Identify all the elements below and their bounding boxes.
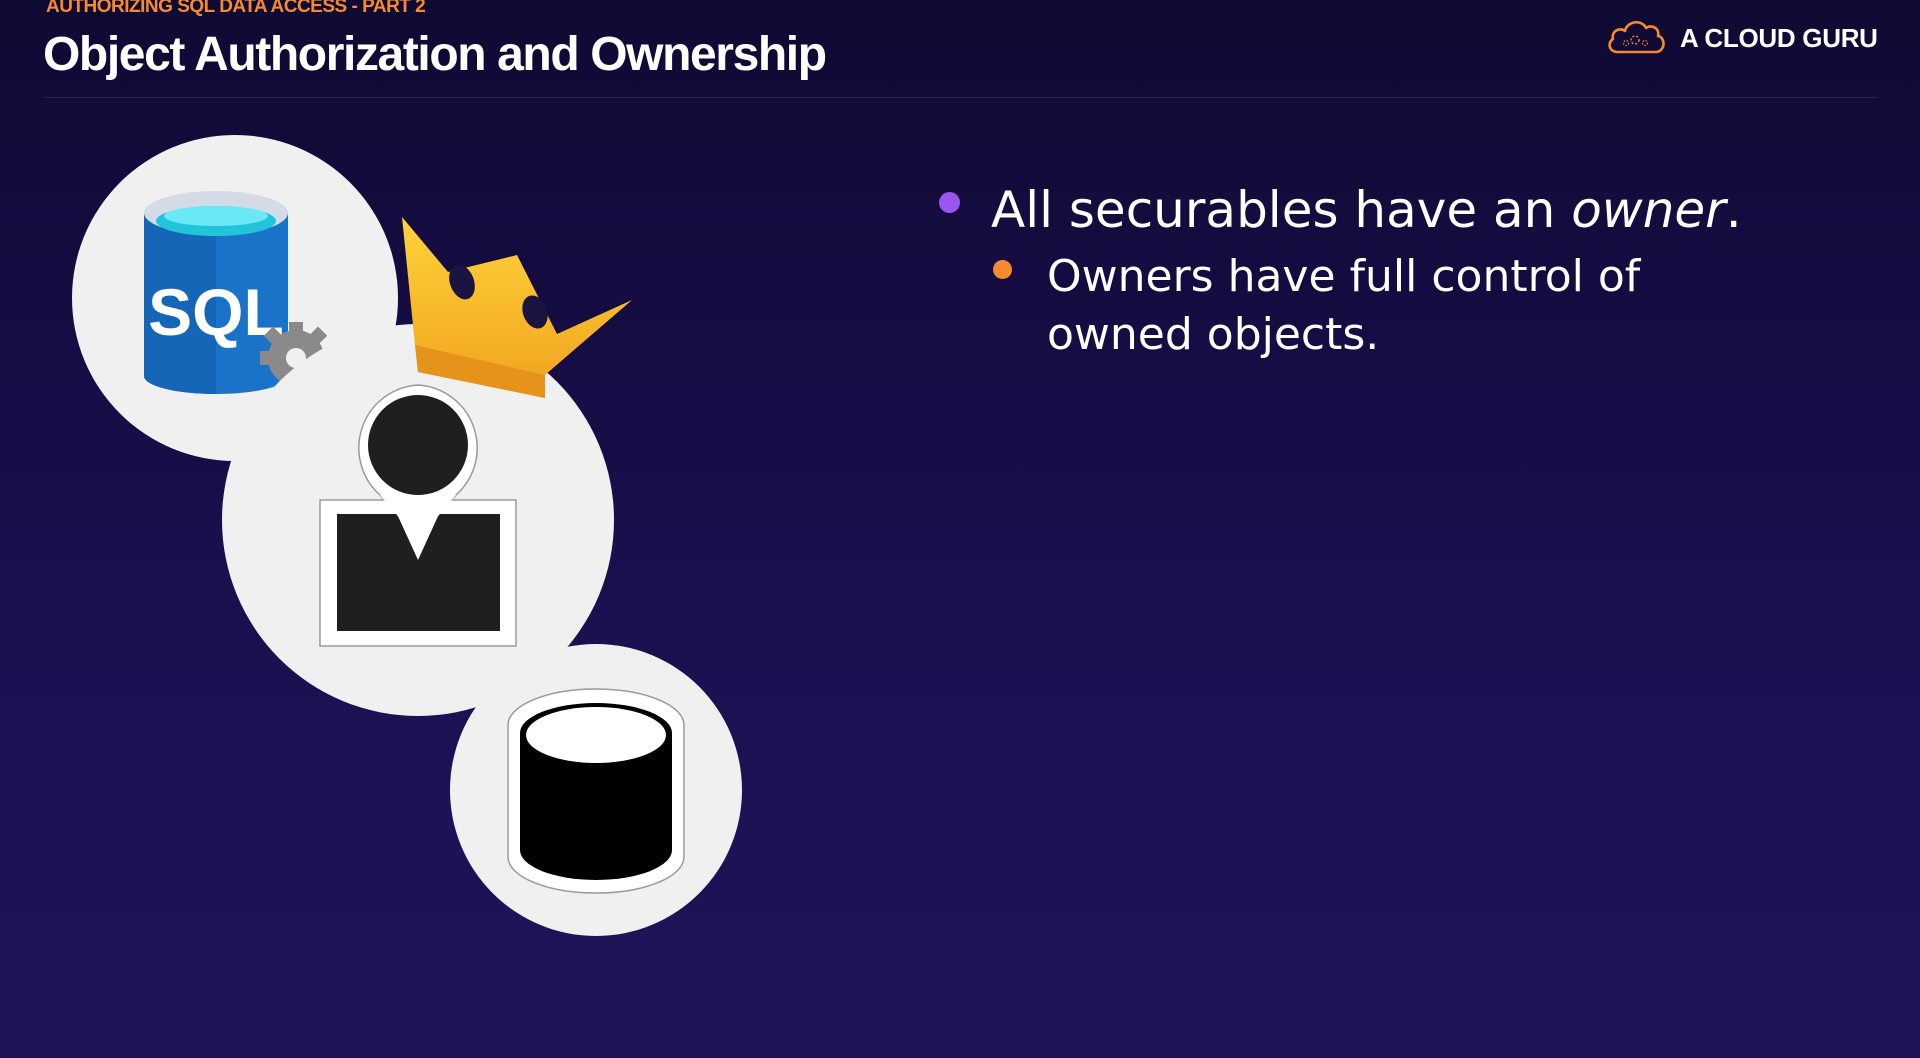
brand: A CLOUD GURU: [1604, 16, 1878, 61]
brand-name: A CLOUD GURU: [1680, 23, 1878, 53]
bullet-main: All securables have an owner.: [935, 180, 1895, 240]
header-divider: [43, 97, 1878, 98]
bullet-dot-purple: [939, 192, 960, 213]
crown-icon: [402, 217, 632, 398]
sql-badge-text: SQL: [148, 275, 284, 349]
database-icon: [450, 644, 742, 936]
bullet-main-suffix: .: [1725, 181, 1742, 239]
bullet-sub-text: Owners have full control of owned object…: [1047, 251, 1641, 360]
user-icon: [222, 324, 614, 716]
section-label: AUTHORIZING SQL DATA ACCESS - PART 2: [46, 0, 426, 17]
cloud-icon: [1604, 16, 1668, 61]
bullet-main-emphasis: owner: [1571, 181, 1726, 239]
bullet-list: All securables have an owner. Owners hav…: [935, 180, 1895, 364]
bullet-main-prefix: All securables have an: [991, 181, 1572, 239]
bullet-sub: Owners have full control of owned object…: [991, 248, 1707, 364]
slide-title: Object Authorization and Ownership: [43, 28, 827, 81]
ownership-illustration: SQL: [72, 135, 742, 936]
bullet-dot-orange: [993, 260, 1012, 279]
